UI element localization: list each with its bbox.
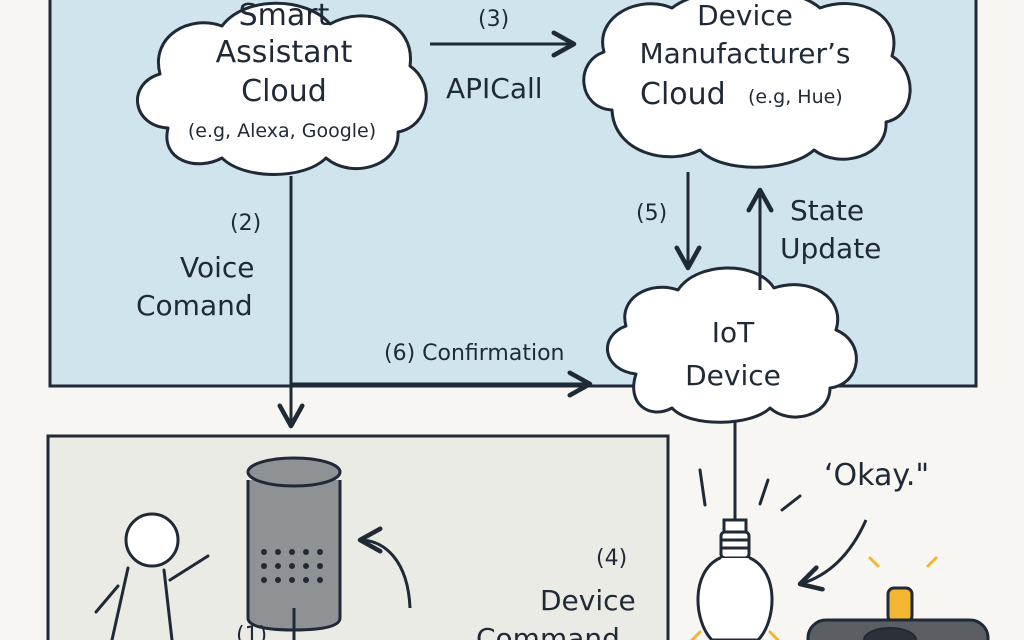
glow-accent-icon (690, 556, 938, 640)
manufacturer-cloud-line2: Manufacturer’s (639, 37, 850, 70)
manufacturer-cloud-line1: Device (697, 0, 793, 32)
state-update-line2: Update (780, 232, 881, 265)
speech-arrow (797, 519, 868, 592)
step2-number: (2) (230, 211, 261, 236)
manufacturer-cloud-example: (e.g, Hue) (748, 86, 843, 108)
step3-label: APICall (446, 72, 543, 105)
person-icon (94, 512, 210, 640)
iot-device-line2: Device (685, 359, 781, 392)
manufacturer-cloud-shape (582, 0, 912, 169)
step2-line2: Comand (136, 289, 253, 322)
step2-line1: Voice (180, 251, 255, 284)
step4-number: (4) (596, 546, 627, 571)
smart-speaker-icon (246, 456, 342, 632)
step1-number: (1) (236, 623, 267, 640)
step5-number: (5) (636, 201, 667, 226)
step3-number: (3) (478, 7, 509, 32)
light-bulb-icon (696, 518, 774, 640)
iot-device-line1: IoT (712, 316, 755, 349)
assistant-cloud-shape (136, 1, 428, 176)
iot-device-cloud-shape (606, 266, 858, 424)
step4-line2: Command (476, 622, 620, 640)
speech-okay: ‘Okay." (824, 458, 929, 493)
wake-word-arrow (357, 526, 412, 609)
step6-label: (6) Confirmation (384, 341, 565, 366)
assistant-cloud-line1: Smart (239, 0, 330, 33)
state-update-line1: State (790, 194, 864, 227)
assistant-cloud-line3: Cloud (241, 74, 327, 109)
hub-device-icon (806, 586, 990, 640)
step4-line1: Device (540, 584, 636, 617)
manufacturer-cloud-line3: Cloud (640, 77, 726, 112)
assistant-cloud-example: (e.g, Alexa, Google) (188, 120, 376, 142)
light-rays-icon (698, 468, 802, 512)
assistant-cloud-line2: Assistant (216, 35, 353, 70)
